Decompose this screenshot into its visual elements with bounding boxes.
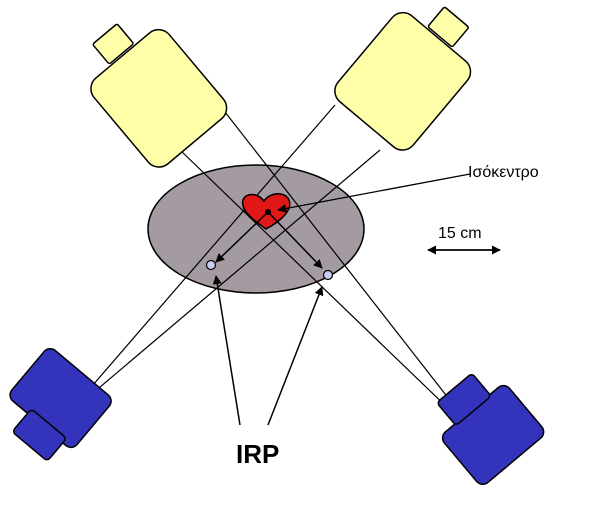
- beam-right-tube: [66, 104, 381, 416]
- scale-label: 15 cm: [438, 225, 482, 242]
- irp-point-left: [205, 259, 217, 271]
- tube-right-housing-cap: [427, 6, 469, 48]
- xray-tube-right: [334, 6, 472, 151]
- detector-right-base: [437, 374, 491, 425]
- detector-right: [437, 374, 545, 486]
- tube-right-body: [334, 11, 472, 151]
- beam-left-tube: [179, 111, 482, 441]
- irp-arrow-left: [212, 275, 241, 426]
- patient-body-ellipse: [147, 164, 365, 294]
- tube-left-housing-cap: [92, 23, 134, 65]
- isocenter-to-irp-right-arrow: [267, 211, 323, 269]
- isocenter-label: Ισόκεντρο: [468, 164, 539, 181]
- irp-label: IRP: [236, 439, 279, 469]
- irp-point-right: [322, 269, 334, 281]
- xray-tube-left: [90, 23, 228, 168]
- irp-arrow-right: [267, 286, 324, 426]
- tube-left-body: [90, 28, 228, 168]
- detector-left: [9, 347, 112, 461]
- detector-left-base: [12, 409, 66, 461]
- isocenter-pointer-arrow: [277, 173, 471, 213]
- isocenter-to-irp-left-arrow: [215, 211, 269, 263]
